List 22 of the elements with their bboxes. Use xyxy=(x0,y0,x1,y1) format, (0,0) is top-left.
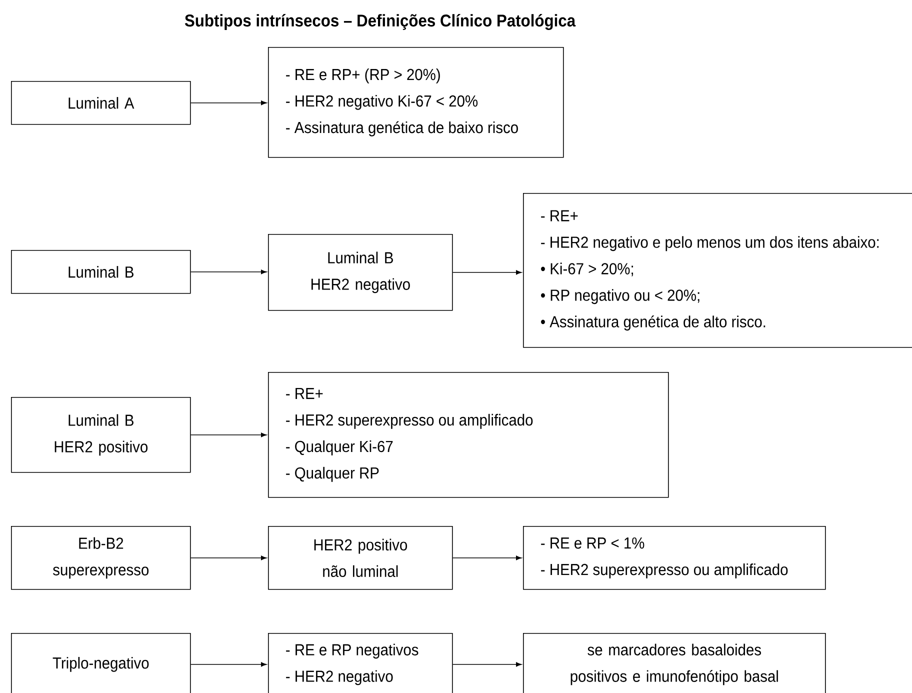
criteria-box: se marcadores basaloides positivos e imunofenótipo basal xyxy=(523,633,826,693)
criteria-box: - RE e RP+ (RP > 20%) - HER2 negativo Ki-67 < 20% - Assinatura genética de baixo risco xyxy=(268,47,564,158)
arrow xyxy=(190,270,267,274)
arrow xyxy=(452,556,522,560)
arrow xyxy=(190,432,267,438)
subtype-box: Erb-B2 superexpresso xyxy=(11,526,191,590)
title: Subtipos intrínsecos – Definições Clínico Patológica xyxy=(184,14,576,30)
subtype-box: Luminal B HER2 positivo xyxy=(11,397,191,473)
process-box: Luminal B HER2 negativo xyxy=(268,234,453,311)
criteria-box: - RE e RP negativos - HER2 negativo xyxy=(268,633,453,693)
arrow xyxy=(190,556,267,560)
process-box: HER2 positivo não luminal xyxy=(268,526,453,590)
subtype-box: Luminal A xyxy=(11,81,191,125)
arrow xyxy=(452,662,522,667)
subtype-box: Luminal B xyxy=(11,250,191,294)
criteria-box: - RE e RP < 1% - HER2 superexpresso ou amplificado xyxy=(523,526,826,590)
arrow xyxy=(190,662,267,667)
arrow xyxy=(190,100,267,106)
criteria-box: - RE+ - HER2 negativo e pelo menos um dos itens abaixo: • Ki-67 > 20%; • RP negativo ou < 20%; • Assinatura genética de alto risco. xyxy=(523,193,912,348)
arrow xyxy=(452,270,522,275)
subtype-box: Triplo-negativo xyxy=(11,633,191,693)
criteria-box: - RE+ - HER2 superexpresso ou amplificado - Qualquer Ki-67 - Qualquer RP xyxy=(268,372,669,498)
